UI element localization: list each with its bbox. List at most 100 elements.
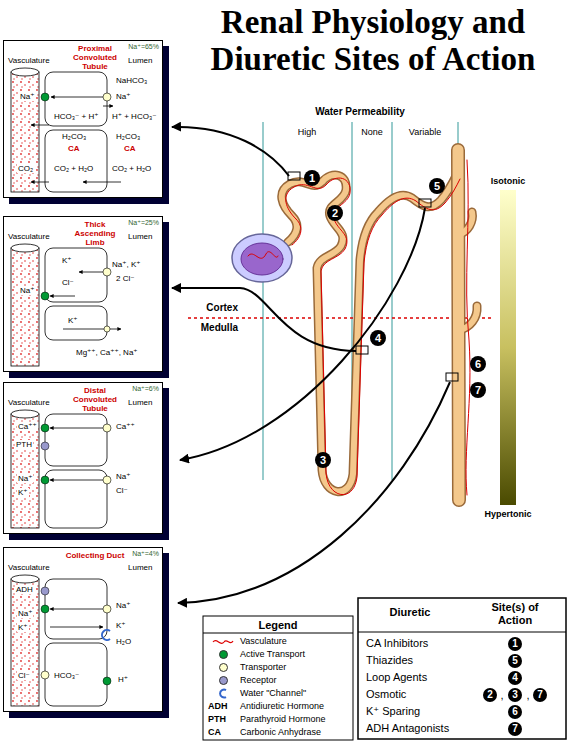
- flux-arrow: [83, 182, 121, 183]
- site-arrow: [180, 208, 425, 460]
- transporter: [103, 268, 111, 276]
- ion-label: K⁺: [17, 488, 29, 497]
- legend-text: Water "Channel": [240, 688, 306, 698]
- ion-label: CO₂: [17, 164, 34, 173]
- callout-number: 2: [327, 205, 343, 221]
- ion-label: CO₂ + H₂O: [53, 164, 94, 173]
- diuretic-table: [358, 598, 566, 739]
- callout-number: 3: [315, 452, 331, 468]
- ion-label: Lumen: [127, 563, 153, 572]
- callout-number: 4: [508, 671, 522, 685]
- panel-heading: Distal Convoluted Tubule: [64, 386, 126, 413]
- flux-arrow: [50, 480, 103, 481]
- legend-rule: [203, 633, 353, 634]
- panel-ground: [3, 547, 163, 712]
- vessel: [11, 248, 39, 366]
- water-channel: [102, 630, 110, 640]
- sodium-fraction: Na⁺=25%: [128, 219, 159, 227]
- callout-number: 6: [470, 356, 486, 372]
- ion-label: K⁺: [67, 316, 79, 325]
- ion-label: Ca⁺⁺: [115, 422, 136, 431]
- site-arrow: [172, 127, 289, 176]
- tubule-outline: [282, 175, 456, 492]
- ion-label: H₂CO₃: [115, 132, 141, 141]
- callout-number: 7: [470, 382, 486, 398]
- cortex-medulla-boundary: [188, 317, 494, 319]
- legend-text: Parathyroid Hormone: [240, 714, 326, 724]
- ion-label: Mg⁺⁺, Ca⁺⁺, Na⁺: [75, 348, 139, 357]
- active-transport: [103, 677, 111, 685]
- abbreviation: PTH: [208, 714, 226, 724]
- flux-arrow: [79, 272, 103, 273]
- panel-collecting-duct: [3, 547, 169, 718]
- callout-number: 1: [508, 637, 522, 651]
- transporter: [103, 605, 111, 613]
- legend-frame: [203, 616, 353, 740]
- tonicity-label: Isotonic: [491, 176, 526, 186]
- permeability-label: Variable: [409, 127, 441, 137]
- legend-text: Carbonic Anhydrase: [240, 727, 321, 737]
- sodium-fraction: Na⁺=65%: [128, 43, 159, 51]
- ion-label: K⁺: [115, 621, 127, 630]
- active-transport: [41, 93, 49, 101]
- legend-line-sample: [212, 636, 234, 647]
- permeability-label: High: [298, 127, 317, 137]
- panel-distal-tubule: [3, 382, 169, 540]
- ion-label: Vasculature: [7, 56, 51, 65]
- duct-outline: [458, 150, 459, 500]
- vasculature: [248, 252, 278, 259]
- ion-label: K⁺: [17, 623, 29, 632]
- ion-label: Lumen: [127, 398, 153, 407]
- legend-swatch: [219, 676, 228, 685]
- tubule: [282, 175, 456, 492]
- legend-sample-stroke: [220, 690, 226, 698]
- bowman-capsule: [232, 234, 292, 282]
- ion-label: Vasculature: [7, 563, 51, 572]
- sodium-fraction: Na⁺=6%: [132, 385, 159, 393]
- ion-label: Vasculature: [7, 398, 51, 407]
- legend-text: Vasculature: [240, 636, 287, 646]
- legend-text: Transporter: [240, 662, 286, 672]
- table-cell: CA Inhibitors: [366, 637, 428, 650]
- site-box: [288, 172, 300, 180]
- diagram-title: Renal Physiology and Diuretic Sites of A…: [180, 4, 566, 78]
- vessel-end: [11, 68, 39, 76]
- callout-number: 3: [508, 688, 522, 702]
- ion-label: Na⁺: [19, 286, 35, 295]
- panel-ground: [3, 216, 163, 372]
- panel-ground: [3, 40, 163, 198]
- table-rule: [358, 632, 566, 633]
- ion-label: Na⁺: [115, 601, 131, 610]
- ion-label: Cl⁻: [61, 278, 75, 287]
- vessel-end: [11, 410, 39, 418]
- vasculature: [466, 160, 470, 495]
- ion-label: NaHCO₃: [115, 76, 148, 85]
- active-transport: [41, 424, 49, 432]
- flux-arrow: [50, 609, 103, 610]
- ion-label: CO₂ + H₂O: [111, 164, 152, 173]
- flux-arrow: [31, 125, 49, 126]
- abbreviation: ADH: [208, 701, 228, 711]
- ion-label: H₂O: [115, 637, 132, 646]
- flux-arrow: [50, 627, 103, 628]
- transporter: [104, 326, 110, 332]
- region-label: Cortex: [206, 302, 238, 314]
- transporter: [103, 476, 111, 484]
- panel-heading: Proximal Convoluted Tubule: [64, 44, 126, 71]
- ion-label: Cl⁻: [115, 486, 129, 495]
- epithelial-cell: [45, 248, 107, 302]
- permeability-label: None: [361, 127, 383, 137]
- flux-arrow: [63, 329, 121, 330]
- enzyme-label: CA: [67, 144, 81, 153]
- receptor: [41, 587, 49, 595]
- vasculature: [286, 178, 460, 495]
- vessel: [11, 579, 39, 706]
- table-cell: Loop Agents: [366, 671, 427, 684]
- ion-label: Lumen: [127, 56, 153, 65]
- ion-label: Lumen: [127, 232, 153, 241]
- callout-number: 4: [370, 330, 386, 346]
- table-cell: K⁺ Sparing: [366, 705, 420, 718]
- epithelial-cell: [45, 579, 107, 639]
- table-frame: [358, 598, 566, 739]
- panel-heading: Thick Ascending Limb: [64, 220, 126, 247]
